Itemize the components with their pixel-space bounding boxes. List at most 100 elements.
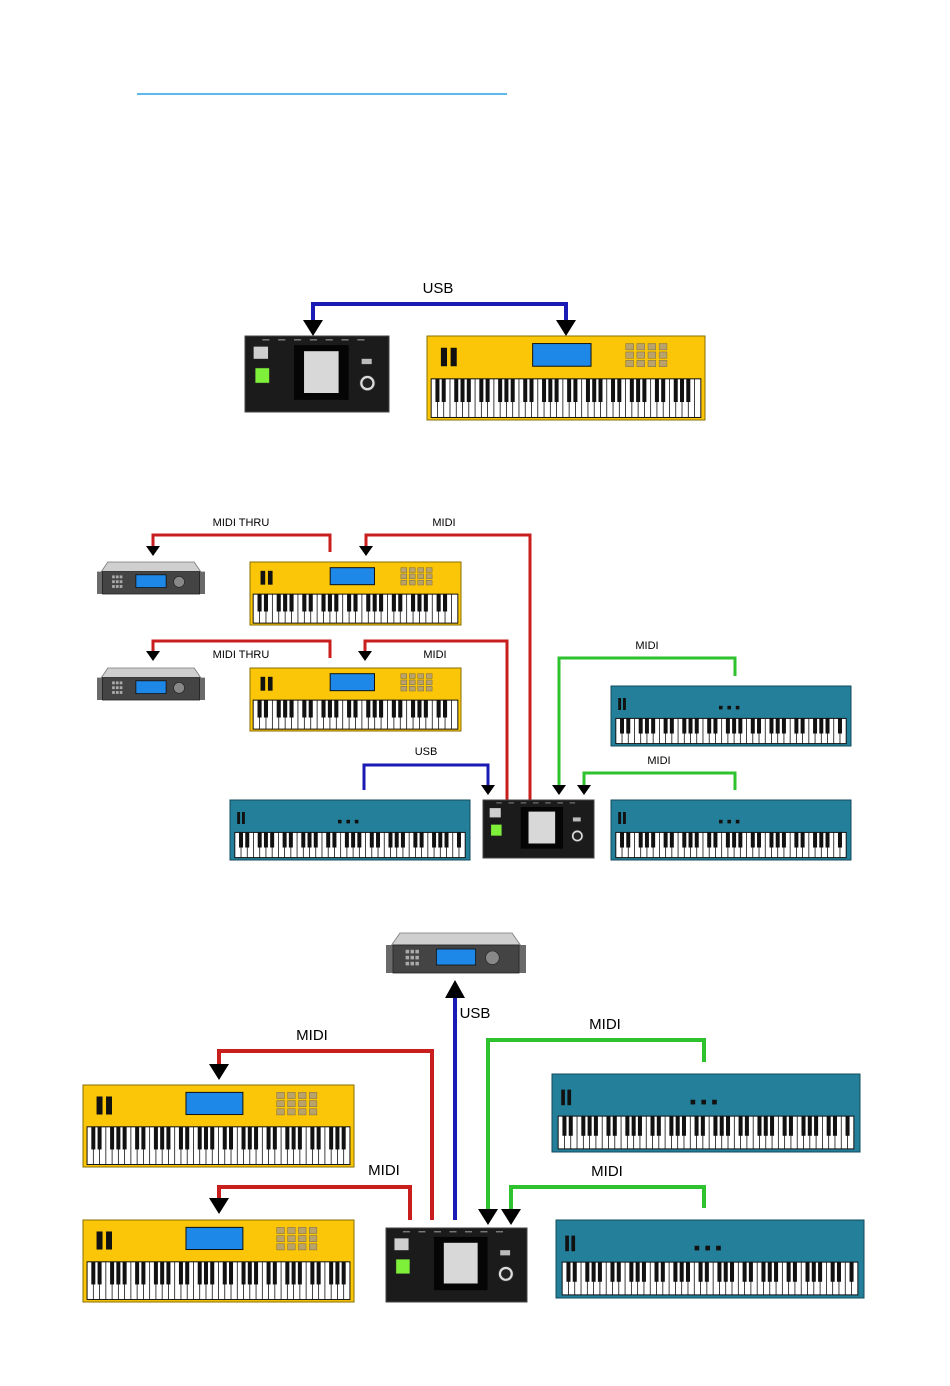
usb-label: USB	[460, 1005, 491, 1022]
button-icon	[415, 956, 419, 960]
black-key	[392, 594, 396, 611]
drum-pad-icon	[426, 574, 432, 579]
black-key	[669, 1116, 673, 1136]
black-key	[769, 832, 773, 847]
black-key	[674, 379, 678, 402]
button-icon	[406, 956, 410, 960]
pitch-wheel-icon	[561, 1090, 565, 1106]
black-key	[309, 594, 313, 611]
button-icon	[120, 575, 123, 578]
button-icon	[573, 817, 581, 821]
drum-pad-icon	[409, 568, 415, 573]
button-icon	[415, 962, 419, 966]
black-key	[417, 700, 421, 717]
drum-pad-icon	[401, 580, 407, 585]
black-key	[598, 379, 602, 402]
master-keyboard	[556, 1220, 864, 1298]
black-key	[388, 832, 392, 847]
black-key	[585, 1262, 589, 1282]
pitch-wheel-icon	[261, 571, 266, 585]
power-button-icon	[396, 1259, 410, 1274]
drum-pad-icon	[309, 1109, 317, 1115]
port-icon	[496, 1231, 503, 1232]
black-key	[437, 700, 441, 717]
midi-label: MIDI	[647, 755, 670, 767]
drum-pad-icon	[418, 674, 424, 679]
black-key	[645, 832, 649, 847]
drum-pad-icon	[637, 360, 645, 366]
black-key	[732, 832, 736, 847]
black-key	[420, 832, 424, 847]
black-key	[321, 700, 325, 717]
synth-keyboard	[250, 668, 461, 731]
black-key	[204, 1127, 208, 1150]
black-key	[309, 700, 313, 717]
black-key	[726, 832, 730, 847]
port-icon	[294, 339, 301, 341]
black-key	[581, 1116, 585, 1136]
midi-controller-unit	[483, 800, 594, 858]
black-key	[850, 1262, 854, 1282]
black-key	[645, 718, 649, 733]
black-key	[613, 1116, 617, 1136]
keybed	[235, 832, 465, 857]
drum-pad-icon	[277, 1101, 285, 1107]
pitch-wheel-icon	[261, 677, 266, 691]
arrowhead-icon	[358, 651, 372, 661]
black-key	[682, 718, 686, 733]
black-key	[185, 1127, 189, 1150]
drum-pad-icon	[309, 1227, 317, 1233]
black-key	[110, 1262, 114, 1285]
black-key	[827, 1116, 831, 1136]
port-icon	[434, 1231, 441, 1232]
drum-pad-icon	[309, 1244, 317, 1250]
black-key	[267, 1262, 271, 1285]
midi-cable	[219, 1187, 410, 1220]
black-key	[813, 718, 817, 733]
rack-ear	[519, 945, 526, 973]
black-key	[833, 1116, 837, 1136]
black-key	[392, 700, 396, 717]
drum-pad-icon	[626, 344, 634, 350]
black-key	[110, 1127, 114, 1150]
black-key	[705, 1262, 709, 1282]
black-key	[285, 1127, 289, 1150]
black-key	[198, 1262, 202, 1285]
black-key	[738, 718, 742, 733]
black-key	[626, 832, 630, 847]
button-icon	[116, 691, 119, 694]
knob-center	[362, 378, 372, 388]
synth-keyboard	[83, 1085, 354, 1167]
arrowhead-icon	[209, 1064, 229, 1080]
button-icon	[116, 580, 119, 583]
arrowhead-icon	[146, 651, 160, 661]
black-key	[326, 832, 330, 847]
drum-pad-icon	[659, 344, 667, 350]
black-key	[98, 1127, 102, 1150]
black-key	[757, 832, 761, 847]
drum-pad-icon	[288, 1101, 296, 1107]
black-key	[617, 379, 621, 402]
black-key	[639, 718, 643, 733]
black-key	[379, 700, 383, 717]
black-key	[523, 379, 527, 402]
port-icon	[341, 339, 348, 341]
black-key	[116, 1127, 120, 1150]
mod-wheel-icon	[623, 698, 626, 710]
black-key	[258, 594, 262, 611]
black-key	[398, 700, 402, 717]
button-icon	[112, 575, 115, 578]
button-icon	[362, 359, 372, 364]
button-icon	[120, 681, 123, 684]
black-key	[248, 1127, 252, 1150]
black-key	[676, 1116, 680, 1136]
black-key	[442, 379, 446, 402]
black-key	[486, 379, 490, 402]
black-key	[264, 594, 268, 611]
black-key	[726, 718, 730, 733]
black-key	[826, 832, 830, 847]
black-key	[166, 1127, 170, 1150]
black-key	[116, 1262, 120, 1285]
black-key	[204, 1262, 208, 1285]
